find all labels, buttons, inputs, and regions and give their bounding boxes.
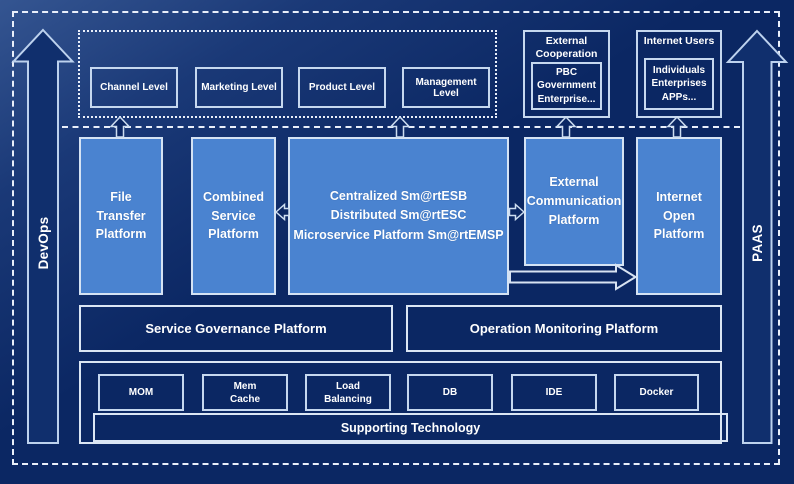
tech-box-mom: MOM [98, 374, 184, 411]
internet-users-title: Internet Users [643, 35, 715, 47]
devops-label: DevOps [35, 216, 51, 270]
platform-external-communication: External Communication Platform [524, 137, 624, 266]
platform-esb-center: Centralized Sm@rtESB Distributed Sm@rtES… [288, 137, 509, 295]
tech-box-docker: Docker [614, 374, 699, 411]
service-governance-platform-box: Service Governance Platform [79, 305, 393, 352]
tech-box-ide: IDE [511, 374, 597, 411]
level-box-management: Management Level [402, 67, 490, 108]
external-cooperation-content: PBC Government Enterprise... [531, 62, 602, 110]
tech-box-load-balancing: Load Balancing [305, 374, 391, 411]
platform-internet-open: Internet Open Platform [636, 137, 722, 295]
internet-users-box: Internet Users Individuals Enterprises A… [636, 30, 722, 118]
paas-label: PAAS [749, 224, 765, 262]
external-cooperation-title: External Cooperation [535, 35, 598, 61]
internet-users-content: Individuals Enterprises APPs... [644, 58, 714, 110]
level-box-marketing: Marketing Level [195, 67, 283, 108]
platform-combined-service: Combined Service Platform [191, 137, 276, 295]
tech-box-db: DB [407, 374, 493, 411]
platform-file-transfer: File Transfer Platform [79, 137, 163, 295]
tech-box-mem-cache: Mem Cache [202, 374, 288, 411]
operation-monitoring-platform-box: Operation Monitoring Platform [406, 305, 722, 352]
levels-dashed-group [78, 30, 497, 118]
level-box-product: Product Level [298, 67, 386, 108]
level-box-channel: Channel Level [90, 67, 178, 108]
external-cooperation-box: External Cooperation PBC Government Ente… [523, 30, 610, 118]
supporting-technology-bar: Supporting Technology [93, 413, 728, 442]
supporting-technology-group [79, 361, 722, 444]
